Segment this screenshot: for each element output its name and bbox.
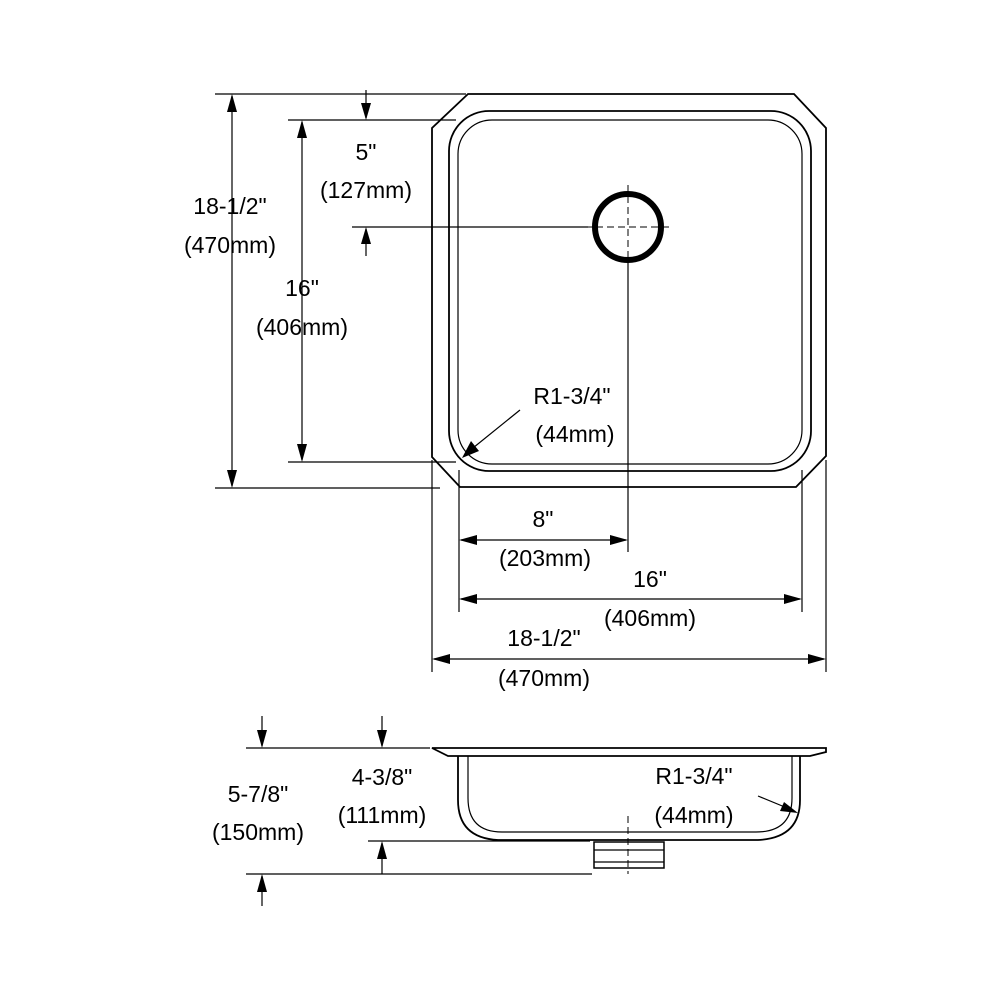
- drain-ring: [592, 191, 664, 263]
- arrowhead: [377, 841, 387, 859]
- drain: [585, 185, 672, 268]
- arrowhead: [377, 730, 387, 748]
- arrowhead: [257, 874, 267, 892]
- label-bowl-height: 16": [285, 275, 319, 301]
- arrowhead: [784, 594, 802, 604]
- section-bowl-inner: [467, 756, 793, 833]
- arrowhead: [297, 444, 307, 462]
- label-overall-height-metric: (470mm): [184, 232, 276, 258]
- label-overall-height: 18-1/2": [193, 193, 266, 219]
- label-bowl-depth-metric: (111mm): [338, 802, 427, 828]
- label-corner-radius-metric: (44mm): [535, 421, 614, 447]
- arrowhead: [459, 594, 477, 604]
- arrowhead: [297, 120, 307, 138]
- label-bowl-depth: 4-3/8": [352, 764, 413, 790]
- arrowhead: [227, 94, 237, 112]
- label-bowl-width: 16": [633, 566, 667, 592]
- label-overall-width: 18-1/2": [507, 625, 580, 651]
- label-drain-center-width: 8": [533, 506, 554, 532]
- section-drain-body: [593, 841, 665, 869]
- arrowhead: [808, 654, 826, 664]
- label-bottom-radius-metric: (44mm): [654, 802, 733, 828]
- arrowhead: [361, 103, 371, 120]
- section-bowl-outer: [457, 756, 801, 841]
- label-drain-offset: 5": [356, 139, 377, 165]
- arrowhead: [361, 227, 371, 244]
- arrowhead: [610, 535, 628, 545]
- label-overall-depth: 5-7/8": [228, 781, 289, 807]
- label-drain-offset-metric: (127mm): [320, 177, 412, 203]
- arrowhead: [462, 441, 479, 458]
- label-drain-center-width-metric: (203mm): [499, 545, 591, 571]
- label-corner-radius: R1-3/4": [533, 383, 610, 409]
- label-overall-width-metric: (470mm): [498, 665, 590, 691]
- label-overall-depth-metric: (150mm): [212, 819, 304, 845]
- label-bowl-height-metric: (406mm): [256, 314, 348, 340]
- arrowhead: [432, 654, 450, 664]
- arrowhead: [227, 470, 237, 488]
- arrowhead: [257, 730, 267, 748]
- label-bottom-radius: R1-3/4": [655, 763, 732, 789]
- radius-leader: [467, 409, 521, 453]
- sink-flange-outline: [431, 93, 827, 488]
- label-bowl-width-metric: (406mm): [604, 605, 696, 631]
- bowl-outline-outer: [448, 110, 812, 472]
- bowl-outline-inner: [457, 119, 803, 465]
- section-rim: [431, 747, 827, 757]
- arrowhead: [780, 802, 798, 813]
- arrowhead: [459, 535, 477, 545]
- section-view: 5-7/8" (150mm) 4-3/8" (111mm) R1-3/4" (4…: [212, 716, 827, 906]
- plan-view: 18-1/2" (470mm) 16" (406mm) 5" (127mm) R…: [184, 90, 827, 691]
